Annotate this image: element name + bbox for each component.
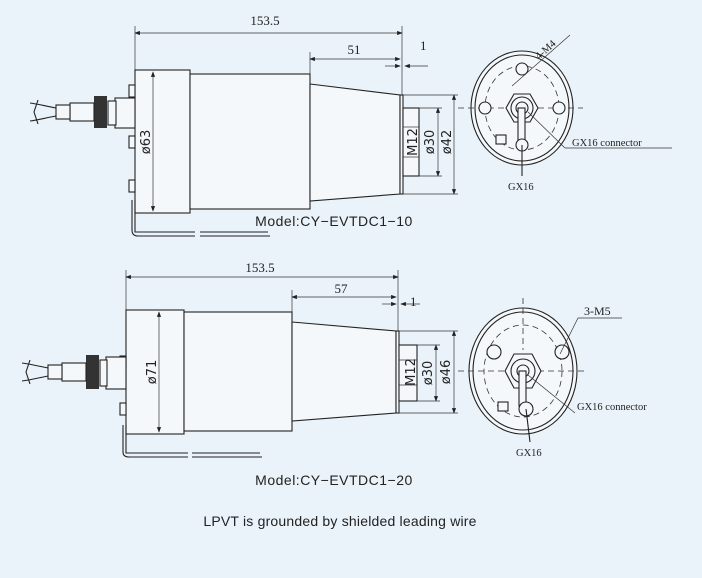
- model-caption-2: Model:CY−EVTDC1−20: [255, 472, 413, 488]
- body-diameter-dim: ø71: [145, 360, 160, 385]
- end-view-model-20: 3-M5 GX16 connector GX16: [458, 298, 647, 459]
- stub-diameter-dim: ø30: [423, 130, 438, 155]
- grounding-note: LPVT is grounded by shielded leading wir…: [203, 513, 477, 529]
- flange-gap-dim: 1: [420, 38, 427, 53]
- stub-diameter-dim: ø30: [421, 361, 436, 386]
- end-view-model-10: 4-M4 GX16 connector GX16: [458, 34, 672, 193]
- cable-connector: [21, 355, 127, 390]
- side-view-model-20: 153.5 57 1 M12 ø71 ø30 ø46: [21, 260, 458, 458]
- connector-short-label: GX16: [508, 182, 534, 193]
- connector-label: GX16 connector: [577, 402, 647, 413]
- body-diameter-dim: ø63: [139, 130, 154, 155]
- overall-length-dim: 153.5: [250, 13, 279, 28]
- front-diameter-dim: ø46: [439, 360, 454, 385]
- taper-length-dim: 57: [335, 281, 349, 296]
- taper-length-dim: 51: [348, 42, 361, 57]
- screw-spec-label: 3-M5: [584, 304, 611, 318]
- side-view-model-10: 153.5 51 1 M12 ø63 ø30 ø42: [29, 13, 458, 237]
- stub-thread-label: M12: [404, 358, 419, 386]
- flange-gap-dim: 1: [410, 294, 417, 309]
- model-caption-1: Model:CY−EVTDC1−10: [255, 213, 413, 229]
- cable-connector: [29, 96, 136, 129]
- stub-thread-label: M12: [406, 128, 421, 156]
- front-diameter-dim: ø42: [440, 130, 455, 155]
- connector-short-label: GX16: [516, 448, 542, 459]
- connector-label: GX16 connector: [572, 138, 642, 149]
- overall-length-dim: 153.5: [245, 260, 274, 275]
